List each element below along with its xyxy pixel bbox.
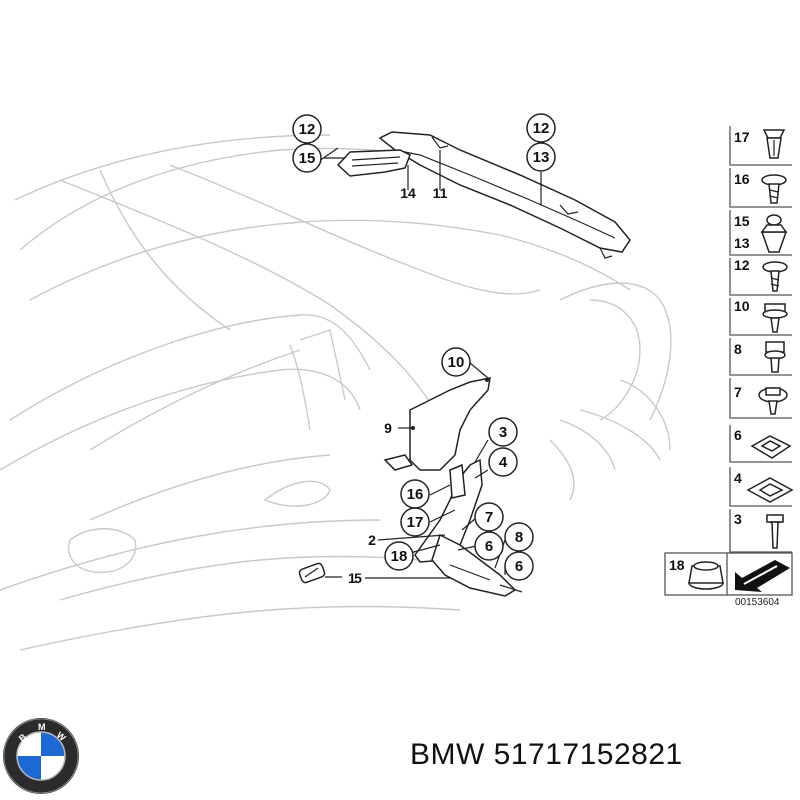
trim-screw-icon [762, 261, 788, 292]
rear-shelf-trim [378, 131, 631, 259]
svg-text:2: 2 [368, 532, 376, 548]
callout-17: 17 [400, 507, 430, 537]
callout-15: 15 [292, 143, 322, 173]
side-trim-panel [383, 377, 491, 471]
push-clip-icon [762, 129, 786, 159]
car-body-outline [0, 134, 672, 651]
expanding-rivet-icon [760, 214, 788, 253]
legend-label-6: 6 [734, 427, 742, 443]
callout-16: 16 [400, 479, 430, 509]
flange-screw-icon [761, 174, 787, 204]
svg-text:6: 6 [485, 538, 493, 555]
callout-12-top-left: 12 [292, 114, 322, 144]
legend-label-12: 12 [734, 257, 750, 273]
brand-name: BMW [410, 738, 485, 771]
svg-text:10: 10 [448, 354, 465, 371]
legend-label-10: 10 [734, 298, 750, 314]
callout-10: 10 [441, 347, 471, 377]
legend-label-18: 18 [669, 557, 685, 573]
svg-text:6: 6 [515, 558, 523, 575]
small-clip [298, 562, 326, 584]
svg-text:9: 9 [384, 420, 392, 436]
svg-text:14: 14 [400, 185, 416, 201]
callout-6-middle: 6 [474, 531, 504, 561]
svg-text:13: 13 [533, 149, 550, 166]
part-number: 51717152821 [493, 738, 683, 771]
svg-text:5: 5 [354, 570, 362, 586]
washer-screw-icon [762, 303, 788, 333]
svg-text:15: 15 [299, 150, 316, 167]
callout-11: 11 [433, 185, 448, 201]
svg-text:12: 12 [533, 120, 550, 137]
svg-text:M: M [38, 722, 46, 732]
svg-text:16: 16 [407, 486, 424, 503]
svg-text:4: 4 [499, 454, 508, 471]
svg-text:3: 3 [499, 424, 507, 441]
callout-4: 4 [488, 447, 518, 477]
bmw-logo: B M W [3, 718, 79, 794]
fastener-legend: 17 16 15 13 12 10 8 7 6 4 3 18 [664, 126, 794, 596]
callout-14: 14 [400, 185, 416, 201]
clip-nut-icon [750, 435, 792, 459]
vent-grille [336, 149, 411, 177]
drawing-number: 00153604 [735, 597, 780, 608]
svg-text:17: 17 [407, 514, 424, 531]
callout-9: 9 [384, 420, 392, 436]
svg-text:18: 18 [391, 548, 408, 565]
legend-label-8: 8 [734, 341, 742, 357]
hex-screw-icon [758, 387, 788, 415]
svg-text:B: B [17, 731, 29, 743]
flange-nut-icon [688, 561, 724, 590]
callout-5: 5 [354, 570, 362, 586]
legend-label-17: 17 [734, 129, 750, 145]
svg-text:11: 11 [433, 185, 448, 201]
callout-1: 1 [348, 570, 356, 586]
svg-text:7: 7 [485, 509, 493, 526]
svg-text:1: 1 [348, 570, 356, 586]
bolt-icon [766, 514, 784, 549]
legend-label-3: 3 [734, 511, 742, 527]
legend-label-13: 13 [734, 235, 750, 251]
svg-text:8: 8 [515, 529, 523, 546]
legend-label-7: 7 [734, 384, 742, 400]
callout-6-right: 6 [504, 551, 534, 581]
callout-7: 7 [474, 502, 504, 532]
callout-2: 2 [368, 532, 376, 548]
callout-8: 8 [504, 522, 534, 552]
legend-label-15: 15 [734, 213, 750, 229]
legend-label-4: 4 [734, 470, 742, 486]
legend-label-16: 16 [734, 171, 750, 187]
callout-13: 13 [526, 142, 556, 172]
svg-text:12: 12 [299, 121, 316, 138]
spring-clip-icon [746, 477, 794, 503]
direction-arrow-icon [735, 560, 790, 592]
callout-3: 3 [488, 417, 518, 447]
collar-screw-icon [764, 341, 786, 373]
callout-18: 18 [384, 541, 414, 571]
part-caption: BMW 51717152821 [410, 738, 683, 772]
callout-12-top-right: 12 [526, 113, 556, 143]
